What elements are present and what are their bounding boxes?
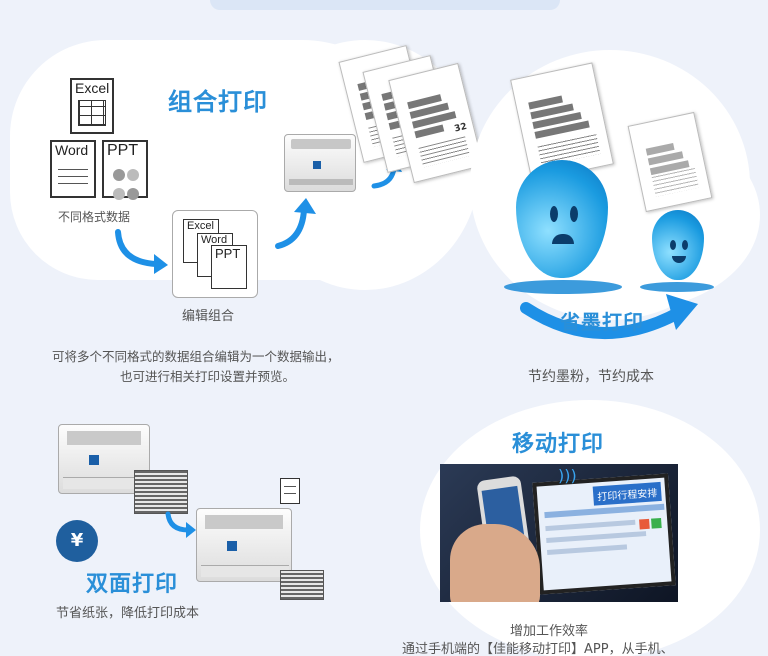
duplex-badge-icon: ¥ xyxy=(56,520,98,562)
duplex-output-doc-icon xyxy=(280,478,300,504)
ppt-doc-icon: PPT xyxy=(102,140,148,200)
text-lines-icon xyxy=(58,166,88,190)
tablet-banner: 打印行程安排 xyxy=(592,481,662,506)
combined-docs-box: Excel Word PPT xyxy=(172,210,258,298)
printer-icon xyxy=(284,134,356,192)
combo-desc-line1: 可将多个不同格式的数据组合编辑为一个数据输出， xyxy=(52,349,340,364)
curve-arrow-icon xyxy=(115,229,168,274)
combined-ppt-icon: PPT xyxy=(211,245,247,289)
drop-shadow xyxy=(504,280,622,294)
paper-stack-bottom xyxy=(280,570,324,600)
duplex-desc: 节省纸张，降低打印成本 xyxy=(56,606,200,621)
duplex-arrow-icon xyxy=(165,511,196,538)
mobile-desc-line1: 增加工作效率 xyxy=(510,624,589,639)
save-ink-title: 省墨打印 xyxy=(560,310,644,334)
diff-data-label: 不同格式数据 xyxy=(58,210,131,224)
save-ink-desc: 节约墨粉，节约成本 xyxy=(528,369,654,385)
spreadsheet-grid-icon xyxy=(78,100,106,126)
hand-shape xyxy=(450,524,540,602)
word-doc-icon: Word xyxy=(50,140,96,198)
mobile-title: 移动打印 xyxy=(512,432,605,457)
duplex-printer-bottom xyxy=(196,508,292,582)
ppt-label: PPT xyxy=(107,142,139,159)
sad-ink-drop-icon xyxy=(516,160,608,278)
tablet-screen: 打印行程安排 xyxy=(532,473,676,595)
wifi-signal-icon: ))) xyxy=(558,466,577,485)
combo-desc-line2: 也可进行相关打印设置并预览。 xyxy=(120,369,296,384)
sweep-arrow-icon xyxy=(520,294,698,339)
drop-shadow-small xyxy=(640,282,714,292)
curve-arrow-up-icon xyxy=(275,198,316,249)
happy-ink-drop-icon xyxy=(652,210,704,280)
edit-combo-label: 编辑组合 xyxy=(182,309,235,324)
excel-doc-icon: Excel xyxy=(70,78,114,134)
combo-title: 组合打印 xyxy=(168,88,268,116)
paper-stack-top xyxy=(134,470,188,514)
duplex-title: 双面打印 xyxy=(86,572,179,597)
mobile-desc-line2: 通过手机端的【佳能移动打印】APP，从手机、 xyxy=(402,642,674,656)
mobile-photo: 打印行程安排 ))) xyxy=(440,464,678,602)
slide-dots-icon xyxy=(112,168,152,206)
paper-page-number: 32 xyxy=(453,121,469,135)
top-band xyxy=(210,0,560,10)
word-label: Word xyxy=(55,142,89,158)
excel-label: Excel xyxy=(75,80,110,96)
